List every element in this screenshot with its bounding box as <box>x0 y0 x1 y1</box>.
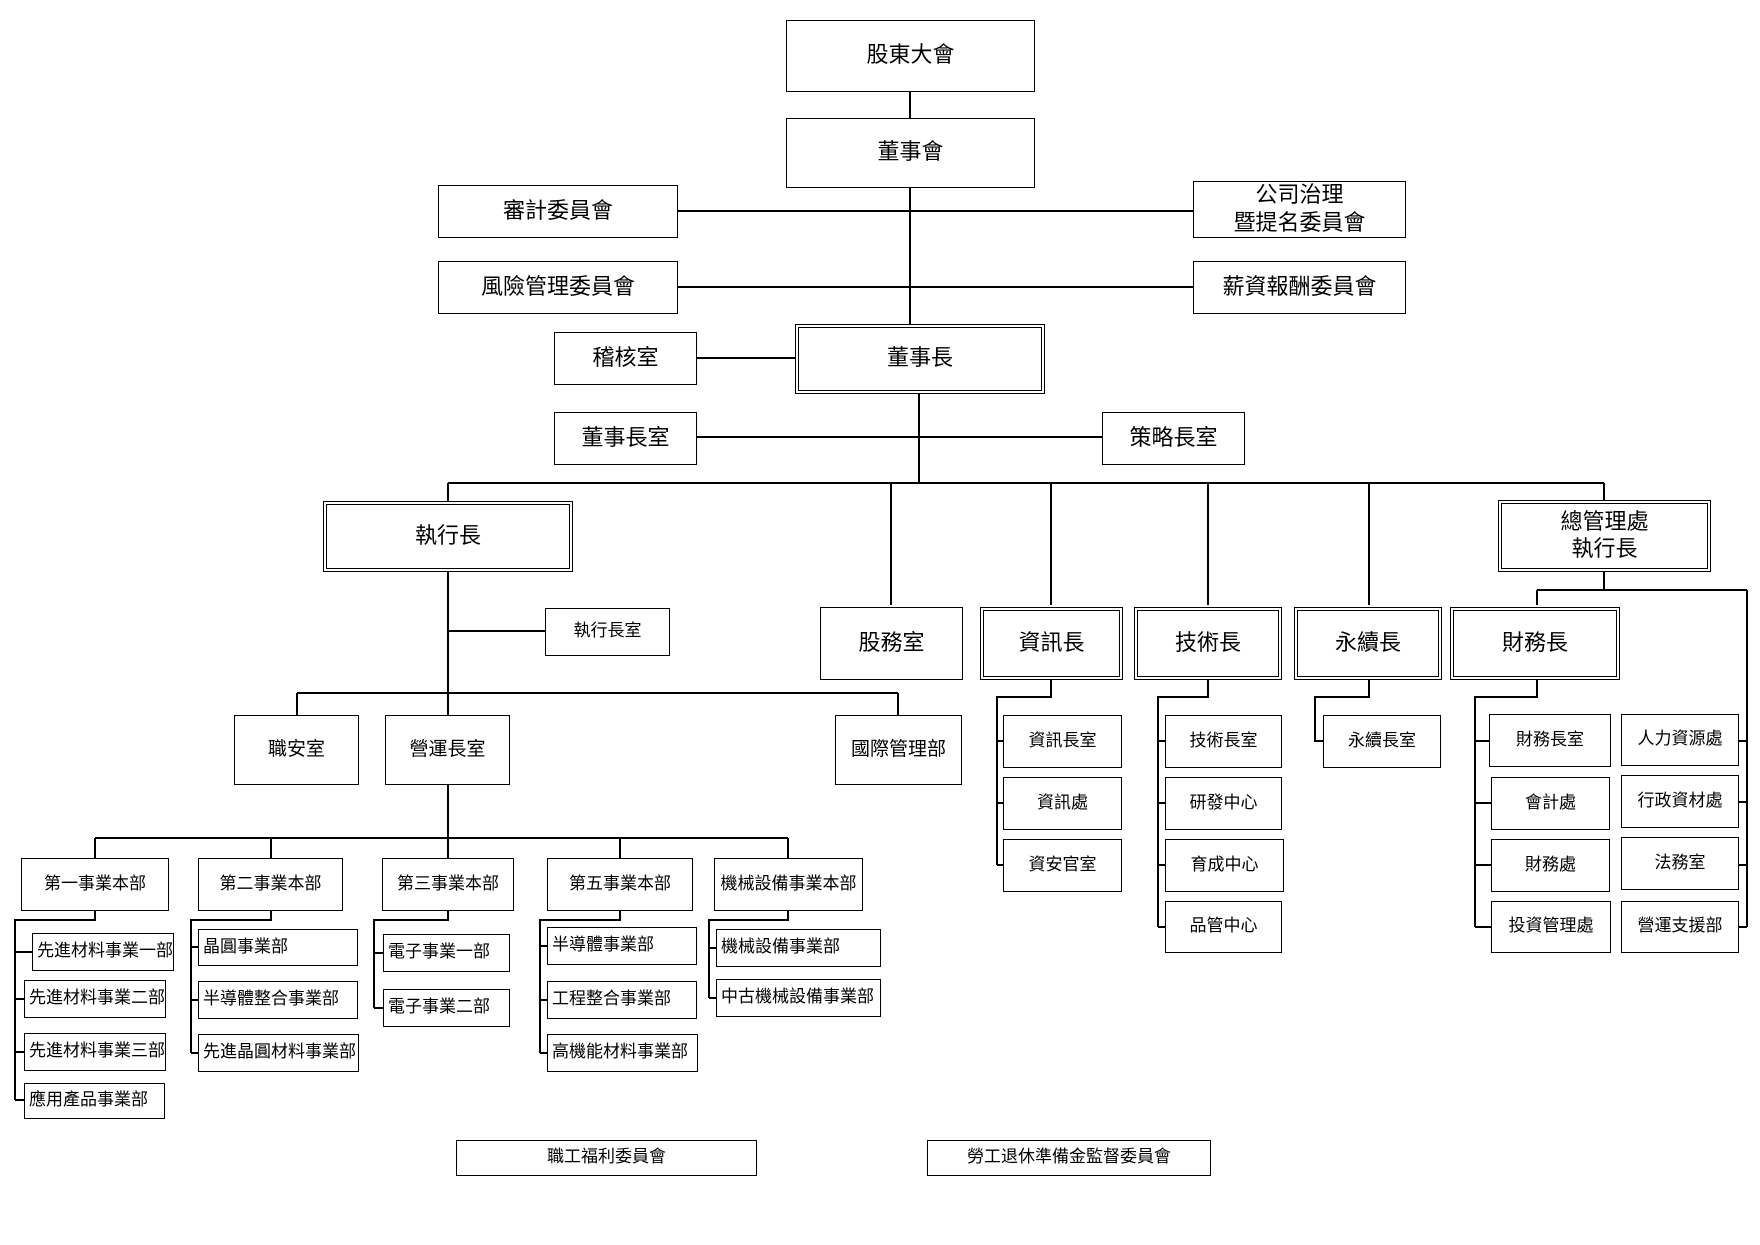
cfo-unit-2-box: 會計處 <box>1491 777 1610 830</box>
cto-box: 技術長 <box>1134 607 1282 680</box>
business-unit-machinery-box: 機械設備事業本部 <box>714 858 863 911</box>
bu5-sub-1-box: 半導體事業部 <box>547 927 697 965</box>
strategy-office-box: 策略長室 <box>1102 412 1245 465</box>
bu2-sub-2-box: 半導體整合事業部 <box>198 981 358 1019</box>
board-of-directors-box: 董事會 <box>786 118 1035 188</box>
cio-unit-2-box: 資訊處 <box>1003 777 1122 830</box>
gm-unit-2-box: 行政資材處 <box>1621 775 1739 828</box>
ceo-box: 執行長 <box>323 501 573 572</box>
gm-unit-1-box: 人力資源處 <box>1621 714 1739 766</box>
bu1-sub-3-box: 先進材料事業三部 <box>24 1033 166 1071</box>
gm-unit-4-box: 營運支援部 <box>1621 901 1739 953</box>
bu1-sub-2-box: 先進材料事業二部 <box>24 980 166 1018</box>
cio-box: 資訊長 <box>980 607 1123 680</box>
cto-unit-4-box: 品管中心 <box>1165 901 1282 953</box>
cio-unit-1-box: 資訊長室 <box>1003 715 1122 768</box>
cto-unit-1-box: 技術長室 <box>1165 715 1282 768</box>
bu1-sub-1-box: 先進材料事業一部 <box>32 933 174 971</box>
bu1-sub-4-box: 應用產品事業部 <box>24 1083 165 1119</box>
cso-box: 永續長 <box>1294 607 1442 680</box>
cso-unit-1-box: 永續長室 <box>1323 715 1441 768</box>
employee-welfare-committee-box: 職工福利委員會 <box>456 1140 757 1176</box>
cio-unit-3-box: 資安官室 <box>1003 839 1122 892</box>
bu2-sub-1-box: 晶圓事業部 <box>198 929 358 966</box>
remuneration-committee-box: 薪資報酬委員會 <box>1193 261 1406 314</box>
chairman-office-box: 董事長室 <box>554 412 697 465</box>
gm-ceo-box: 總管理處 執行長 <box>1498 500 1711 572</box>
cto-unit-2-box: 研發中心 <box>1165 777 1282 830</box>
cfo-unit-4-box: 投資管理處 <box>1491 901 1611 953</box>
bu3-sub-1-box: 電子事業一部 <box>383 934 510 972</box>
audit-committee-box: 審計委員會 <box>438 185 678 238</box>
business-unit-2-box: 第二事業本部 <box>198 858 343 911</box>
shareholders-meeting-box: 股東大會 <box>786 20 1035 92</box>
audit-office-box: 稽核室 <box>554 332 697 385</box>
cfo-unit-1-box: 財務長室 <box>1489 714 1611 767</box>
bu5-sub-3-box: 高機能材料事業部 <box>547 1034 698 1072</box>
risk-committee-box: 風險管理委員會 <box>438 261 678 314</box>
ceo-office-box: 執行長室 <box>545 608 670 656</box>
bu2-sub-3-box: 先進晶圓材料事業部 <box>198 1034 359 1072</box>
governance-committee-box: 公司治理 暨提名委員會 <box>1193 181 1406 238</box>
bu3-sub-2-box: 電子事業二部 <box>383 989 510 1027</box>
business-unit-3-box: 第三事業本部 <box>382 858 514 911</box>
cto-unit-3-box: 育成中心 <box>1165 839 1284 892</box>
coo-office-box: 營運長室 <box>385 715 510 785</box>
gm-unit-3-box: 法務室 <box>1621 837 1739 890</box>
bum-sub-2-box: 中古機械設備事業部 <box>716 979 881 1017</box>
intl-management-box: 國際管理部 <box>835 715 962 785</box>
safety-office-box: 職安室 <box>234 715 359 785</box>
cfo-box: 財務長 <box>1450 607 1620 680</box>
cfo-unit-3-box: 財務處 <box>1491 839 1610 892</box>
chairman-box: 董事長 <box>795 324 1045 394</box>
stock-affairs-box: 股務室 <box>820 607 963 680</box>
bu5-sub-2-box: 工程整合事業部 <box>547 981 697 1019</box>
business-unit-5-box: 第五事業本部 <box>547 858 693 911</box>
bum-sub-1-box: 機械設備事業部 <box>716 929 881 967</box>
pension-supervisory-committee-box: 勞工退休準備金監督委員會 <box>927 1140 1211 1176</box>
business-unit-1-box: 第一事業本部 <box>21 858 169 911</box>
